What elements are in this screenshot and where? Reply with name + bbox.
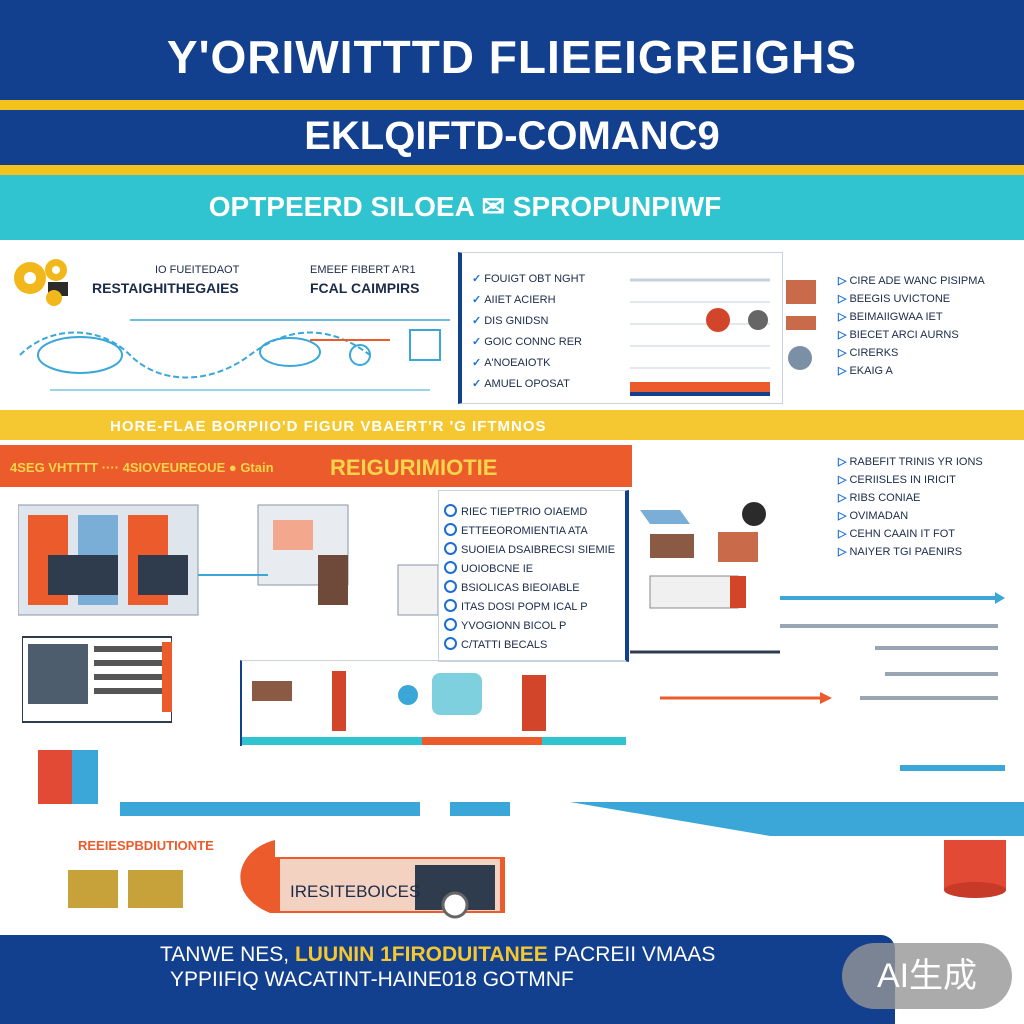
list-item: ▷NAIYER TGI PAENIRS bbox=[838, 546, 963, 558]
footer-line-1: TANWE NES, LUUNIN 1FIRODUITANEE PACREII … bbox=[160, 943, 716, 966]
list-item: ▷RABEFIT TRINIS YR IONS bbox=[838, 456, 983, 468]
red-cylinder bbox=[942, 840, 1008, 912]
subtitle: EKLQIFTD-COMANC9 bbox=[304, 114, 720, 158]
ribbon-box bbox=[215, 835, 515, 920]
list-item: SUOIEIA DSAIBRECSI SIEMIE bbox=[444, 542, 615, 556]
ribbon-box-label: IRESITEBOICES bbox=[290, 882, 421, 901]
flow-arrows bbox=[620, 590, 1010, 780]
section2-list-panel bbox=[438, 490, 629, 662]
yellow-stripe-bottom bbox=[0, 165, 1024, 175]
footer-band bbox=[0, 935, 895, 1024]
section2-right-list: ▷RABEFIT TRINIS YR IONS ▷CERIISLES IN IR… bbox=[838, 455, 983, 558]
list-item: ITAS DOSI POPM ICAL P bbox=[444, 599, 615, 613]
red-blue-block bbox=[38, 750, 98, 804]
section1-right-list: ▷CIRE ADE WANC PISIPMA ▷BEEGIS UVICTONE … bbox=[838, 274, 985, 377]
sky-ribbon bbox=[120, 800, 1024, 840]
list-item: ▷BIECET ARCI AURNS bbox=[838, 329, 959, 341]
section3-left-label: REEIESPBDIUTIONTE bbox=[78, 838, 214, 853]
list-item: RIEC TIEPTRIO OIAEMD bbox=[444, 504, 615, 518]
title-band bbox=[0, 0, 1024, 100]
list-item: ▷CIRERKS bbox=[838, 347, 899, 359]
section1-caption-b: EMEEF FIBERT A'R1 bbox=[310, 264, 416, 276]
list-item: ✓FOUIGT OBT NGHT bbox=[472, 273, 586, 285]
ai-generated-badge: AI生成 bbox=[842, 943, 1012, 1009]
yellow-stripe-top bbox=[0, 100, 1024, 110]
section2-device-icons bbox=[630, 500, 780, 610]
list-item: ▷EKAIG A bbox=[838, 365, 893, 377]
section1-icons bbox=[782, 276, 822, 386]
list-item: ▷CIRE ADE WANC PISIPMA bbox=[838, 275, 985, 287]
section1-label-b: FCAL CAIMPIRS bbox=[310, 280, 420, 296]
subtitle-band bbox=[0, 110, 1024, 165]
yellow-banner-text: HORE-FLAE BORPIIO'D FIGUR VBAERT'R 'G IF… bbox=[110, 418, 547, 435]
list-item: ✓GOIC CONNC RER bbox=[472, 336, 582, 348]
list-item: ✓A'NOEAIOTK bbox=[472, 357, 551, 369]
process-flow-diagram bbox=[10, 300, 450, 400]
teal-banner bbox=[0, 175, 1024, 240]
orange-banner bbox=[0, 445, 632, 487]
section2-mid-list: RIEC TIEPTRIO OIAEMD ETTEEOROMIENTIA ATA… bbox=[444, 504, 615, 651]
factory-machine-illustration bbox=[17, 495, 439, 625]
list-item: BSIOLICAS BIEOIABLE bbox=[444, 580, 615, 594]
list-item: ▷CEHN CAAIN IT FOT bbox=[838, 528, 955, 540]
chalkboard-illustration bbox=[21, 632, 173, 732]
yellow-banner bbox=[0, 410, 1024, 440]
list-item: YVOGIONN BICOL P bbox=[444, 618, 615, 632]
gear-cluster-icon bbox=[8, 250, 76, 308]
list-item: ✓AIIET ACIERH bbox=[472, 294, 556, 306]
section1-mid-list: ✓FOUIGT OBT NGHT ✓AIIET ACIERH ✓DIS GNID… bbox=[472, 272, 585, 390]
list-item: ✓AMUEL OPOSAT bbox=[472, 378, 570, 390]
list-item: UOIOBCNE IE bbox=[444, 561, 615, 575]
list-item: ▷CERIISLES IN IRICIT bbox=[838, 474, 956, 486]
list-item: C/TATTI BECALS bbox=[444, 637, 615, 651]
gold-texture bbox=[68, 860, 188, 910]
list-item: ▷RIBS CONIAE bbox=[838, 492, 921, 504]
section1-label-a: RESTAIGHITHEGAIES bbox=[92, 280, 239, 296]
list-item: ▷OVIMADAN bbox=[838, 510, 909, 522]
conveyor-panel bbox=[240, 660, 626, 746]
list-item: ▷BEEGIS UVICTONE bbox=[838, 293, 951, 305]
section1-list-panel bbox=[458, 252, 783, 404]
section1-mini-chart bbox=[630, 270, 770, 398]
footer-line-2: YPPIIFIQ WACATINT-HAINE018 GOTMNF bbox=[170, 968, 574, 991]
list-item: ✓DIS GNIDSN bbox=[472, 315, 549, 327]
section1-caption-a: IO FUEITEDAOT bbox=[155, 264, 240, 276]
teal-banner-text: OPTPEERD SILOEA ✉ SPROPUNPIWF bbox=[208, 191, 722, 222]
main-title: Y'ORIWITTTD FLIEEIGREIGHS bbox=[166, 31, 858, 83]
orange-banner-prefix: 4SEG VHTTTT ···· 4SIOVEUREOUE ● Gtain bbox=[10, 460, 274, 475]
list-item: ▷BEIMAIIGWAA IET bbox=[838, 311, 943, 323]
list-item: ETTEEOROMIENTIA ATA bbox=[444, 523, 615, 537]
orange-banner-text: REIGURIMIOTIE bbox=[330, 455, 498, 480]
